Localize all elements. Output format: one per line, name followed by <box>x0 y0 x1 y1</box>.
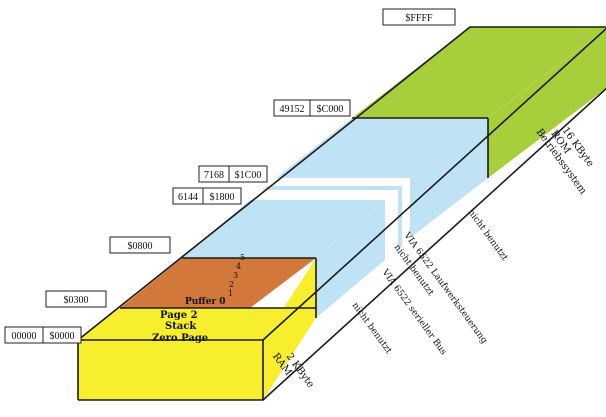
via-bus-side <box>385 190 398 260</box>
puffer-label: Puffer 0 <box>185 297 226 307</box>
address-1800: 6144 $1800 <box>172 187 242 205</box>
address-c000: 49152 $C000 <box>273 99 351 117</box>
right-top-edge <box>262 27 606 341</box>
buffer-area-top <box>120 258 316 308</box>
via-bus-band <box>250 190 398 200</box>
stack-label: Stack <box>165 321 197 332</box>
svg-text:$C000: $C000 <box>317 104 344 115</box>
buffer-5-label: 5 <box>240 253 245 262</box>
svg-text:$1800: $1800 <box>210 192 235 203</box>
unused-high-side <box>410 118 488 238</box>
buffer-3-label: 3 <box>233 271 238 280</box>
bar-outline <box>77 26 606 400</box>
page2-label: Page 2 <box>160 310 198 321</box>
ram-front-face <box>78 340 263 400</box>
via-drive-side <box>402 178 410 246</box>
svg-text:$1C00: $1C00 <box>235 170 262 181</box>
svg-text:7168: 7168 <box>204 170 224 181</box>
address-1c00: 7168 $1C00 <box>198 165 268 183</box>
svg-text:00000: 00000 <box>12 331 37 342</box>
zero-page-label: Zero Page <box>152 333 208 344</box>
rom-side-face <box>488 28 606 178</box>
svg-text:49152: 49152 <box>280 104 305 115</box>
address-0300: $0300 <box>45 290 107 308</box>
unused-high-top <box>276 118 488 178</box>
ram-side-face <box>263 258 316 400</box>
address-0800: $0800 <box>109 236 171 254</box>
front-outline <box>78 339 264 401</box>
unused-mid-side <box>398 186 402 250</box>
buffer-1-label: 1 <box>228 289 233 298</box>
zero-page-top <box>78 308 316 340</box>
rom-top <box>352 27 606 118</box>
right-bottom-edge <box>262 87 606 401</box>
address-ffff: $FFFF <box>382 8 456 26</box>
svg-text:$0000: $0000 <box>50 331 75 342</box>
via-drive-band <box>267 178 410 186</box>
buffer-2-label: 2 <box>229 280 234 289</box>
svg-text:$0300: $0300 <box>64 295 89 306</box>
buffer-4-label: 4 <box>236 262 241 271</box>
svg-text:$FFFF: $FFFF <box>405 13 433 24</box>
unused-mid-top <box>262 186 402 190</box>
unused-low-label: nicht benutzt <box>350 301 394 356</box>
svg-text:$0800: $0800 <box>128 241 153 252</box>
unused-high-label: nicht benutzt <box>466 208 510 263</box>
svg-text:6144: 6144 <box>178 192 198 203</box>
unused-low-top <box>182 200 385 258</box>
via-drive-label: VIA 6522 Laufwerksteuerung <box>401 230 489 346</box>
address-0000: 00000 $0000 <box>4 326 82 344</box>
io-side-face-low <box>316 200 385 318</box>
